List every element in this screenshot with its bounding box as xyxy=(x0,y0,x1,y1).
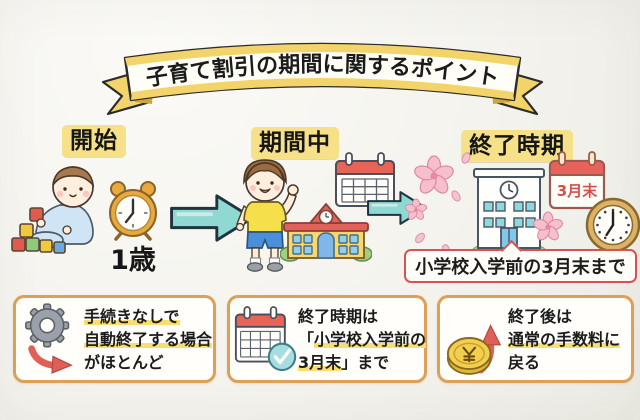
end-period-bubble: 小学校入学前の3月末まで xyxy=(404,249,637,283)
note-line: 小学校入学前の xyxy=(314,329,427,349)
arrow-right-icon xyxy=(167,192,257,244)
note-line: 自動終了する場合 xyxy=(84,329,213,349)
note-auto-end-text: 手続きなしで 自動終了する場合 がほとんど xyxy=(84,305,213,374)
school-illustration xyxy=(280,194,372,264)
clock-icon xyxy=(584,194,640,256)
note-line: 手続きなしで xyxy=(84,306,180,326)
note-line: 終了後は xyxy=(508,306,573,326)
alarm-clock-icon xyxy=(104,176,162,246)
gear-icon xyxy=(20,300,84,378)
stage-start-label: 開始 xyxy=(62,125,126,158)
age-caption: 1歳 xyxy=(110,245,156,276)
calendar-check-icon xyxy=(234,300,298,378)
note-line: 3月末 xyxy=(298,352,342,372)
note-fee-returns-text: 終了後は 通常の手数料に 戻る xyxy=(508,305,621,374)
note-line: 「 xyxy=(298,329,315,349)
note-line: 通常の手数料に xyxy=(508,329,621,349)
stage-during-label: 期間中 xyxy=(251,127,339,160)
stage-end-label: 終了時期 xyxy=(461,130,573,163)
march-calendar-icon: 3月末 xyxy=(547,148,607,212)
end-period-bubble-text: 小学校入学前の3月末まで xyxy=(415,257,626,278)
note-line: 」まで xyxy=(341,352,390,372)
note-auto-end: 手続きなしで 自動終了する場合 がほとんど xyxy=(13,295,216,383)
note-end-period-text: 終了時期は 「小学校入学前の 3月末」まで xyxy=(298,305,427,374)
note-line: 終了時期は xyxy=(298,306,379,326)
title-banner: 子育て割引の期間に関するポイント xyxy=(95,28,550,118)
note-fee-returns: 終了後は 通常の手数料に 戻る xyxy=(437,295,634,383)
sakura-icon xyxy=(531,210,565,244)
baby-illustration xyxy=(10,156,118,264)
note-line: がほとんど xyxy=(84,352,164,372)
coin-yen-icon xyxy=(444,300,508,378)
march-calendar-badge: 3月末 xyxy=(557,182,598,200)
note-line: 戻る xyxy=(508,352,541,372)
banner-ribbon-icon: 子育て割引の期間に関するポイント xyxy=(101,42,544,116)
boy-illustration xyxy=(226,150,306,272)
sakura-icon xyxy=(404,148,482,260)
note-end-period: 終了時期は 「小学校入学前の 3月末」まで xyxy=(227,295,427,383)
calendar-icon xyxy=(333,150,397,210)
